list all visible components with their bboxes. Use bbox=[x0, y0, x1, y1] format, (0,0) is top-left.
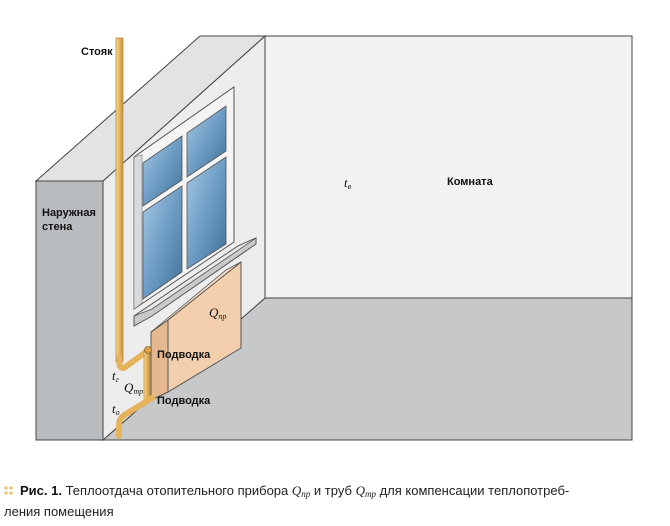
caption-text-1: Теплоотдача отопительного прибора bbox=[65, 483, 289, 498]
connector-pipe bbox=[143, 349, 151, 403]
valve bbox=[144, 346, 152, 354]
window-pane-upper-right bbox=[186, 105, 227, 178]
window-sill-top bbox=[133, 237, 257, 317]
outer-wall-label-line2: стена bbox=[42, 221, 73, 233]
back-wall bbox=[264, 35, 633, 299]
lower-supply-pipe bbox=[116, 395, 155, 439]
window-pane-lower-left bbox=[142, 185, 183, 300]
indoor-temp-symbol: tв bbox=[344, 175, 352, 192]
caption-line-2: ления помещения bbox=[4, 504, 114, 519]
outer-wall-label-line1: Наружная bbox=[42, 207, 96, 219]
window-reveal bbox=[133, 154, 143, 310]
caption-fig-number: Рис. 1. bbox=[20, 483, 62, 498]
hot-temp-symbol: tг bbox=[112, 368, 119, 385]
supply-lower-label: Подводка bbox=[157, 395, 211, 407]
riser-pipe bbox=[115, 37, 124, 363]
riser-label: Стояк bbox=[81, 46, 113, 58]
caption-text-3: для компенсации теплопотреб- bbox=[379, 483, 570, 498]
device-heat-symbol: Qпр bbox=[209, 305, 227, 322]
figure-caption: Рис. 1. Теплоотдача отопительного прибор… bbox=[4, 482, 668, 520]
pipe-heat-symbol: Qтр bbox=[124, 380, 144, 397]
caption-bullet-icon bbox=[4, 486, 14, 496]
upper-supply-pipe bbox=[116, 349, 149, 372]
caption-symbol-2: Qтр bbox=[355, 483, 376, 499]
window-pane-upper-left bbox=[142, 135, 183, 207]
outer-wall-front bbox=[35, 180, 104, 441]
room-label: Комната bbox=[447, 176, 493, 188]
cold-temp-symbol: tо bbox=[112, 401, 120, 418]
radiator-top bbox=[150, 261, 242, 333]
supply-upper-label: Подводка bbox=[157, 349, 211, 361]
window-pane-lower-right bbox=[186, 156, 227, 270]
caption-text-2: и труб bbox=[313, 483, 352, 498]
caption-symbol-1: Qпр bbox=[291, 483, 311, 499]
